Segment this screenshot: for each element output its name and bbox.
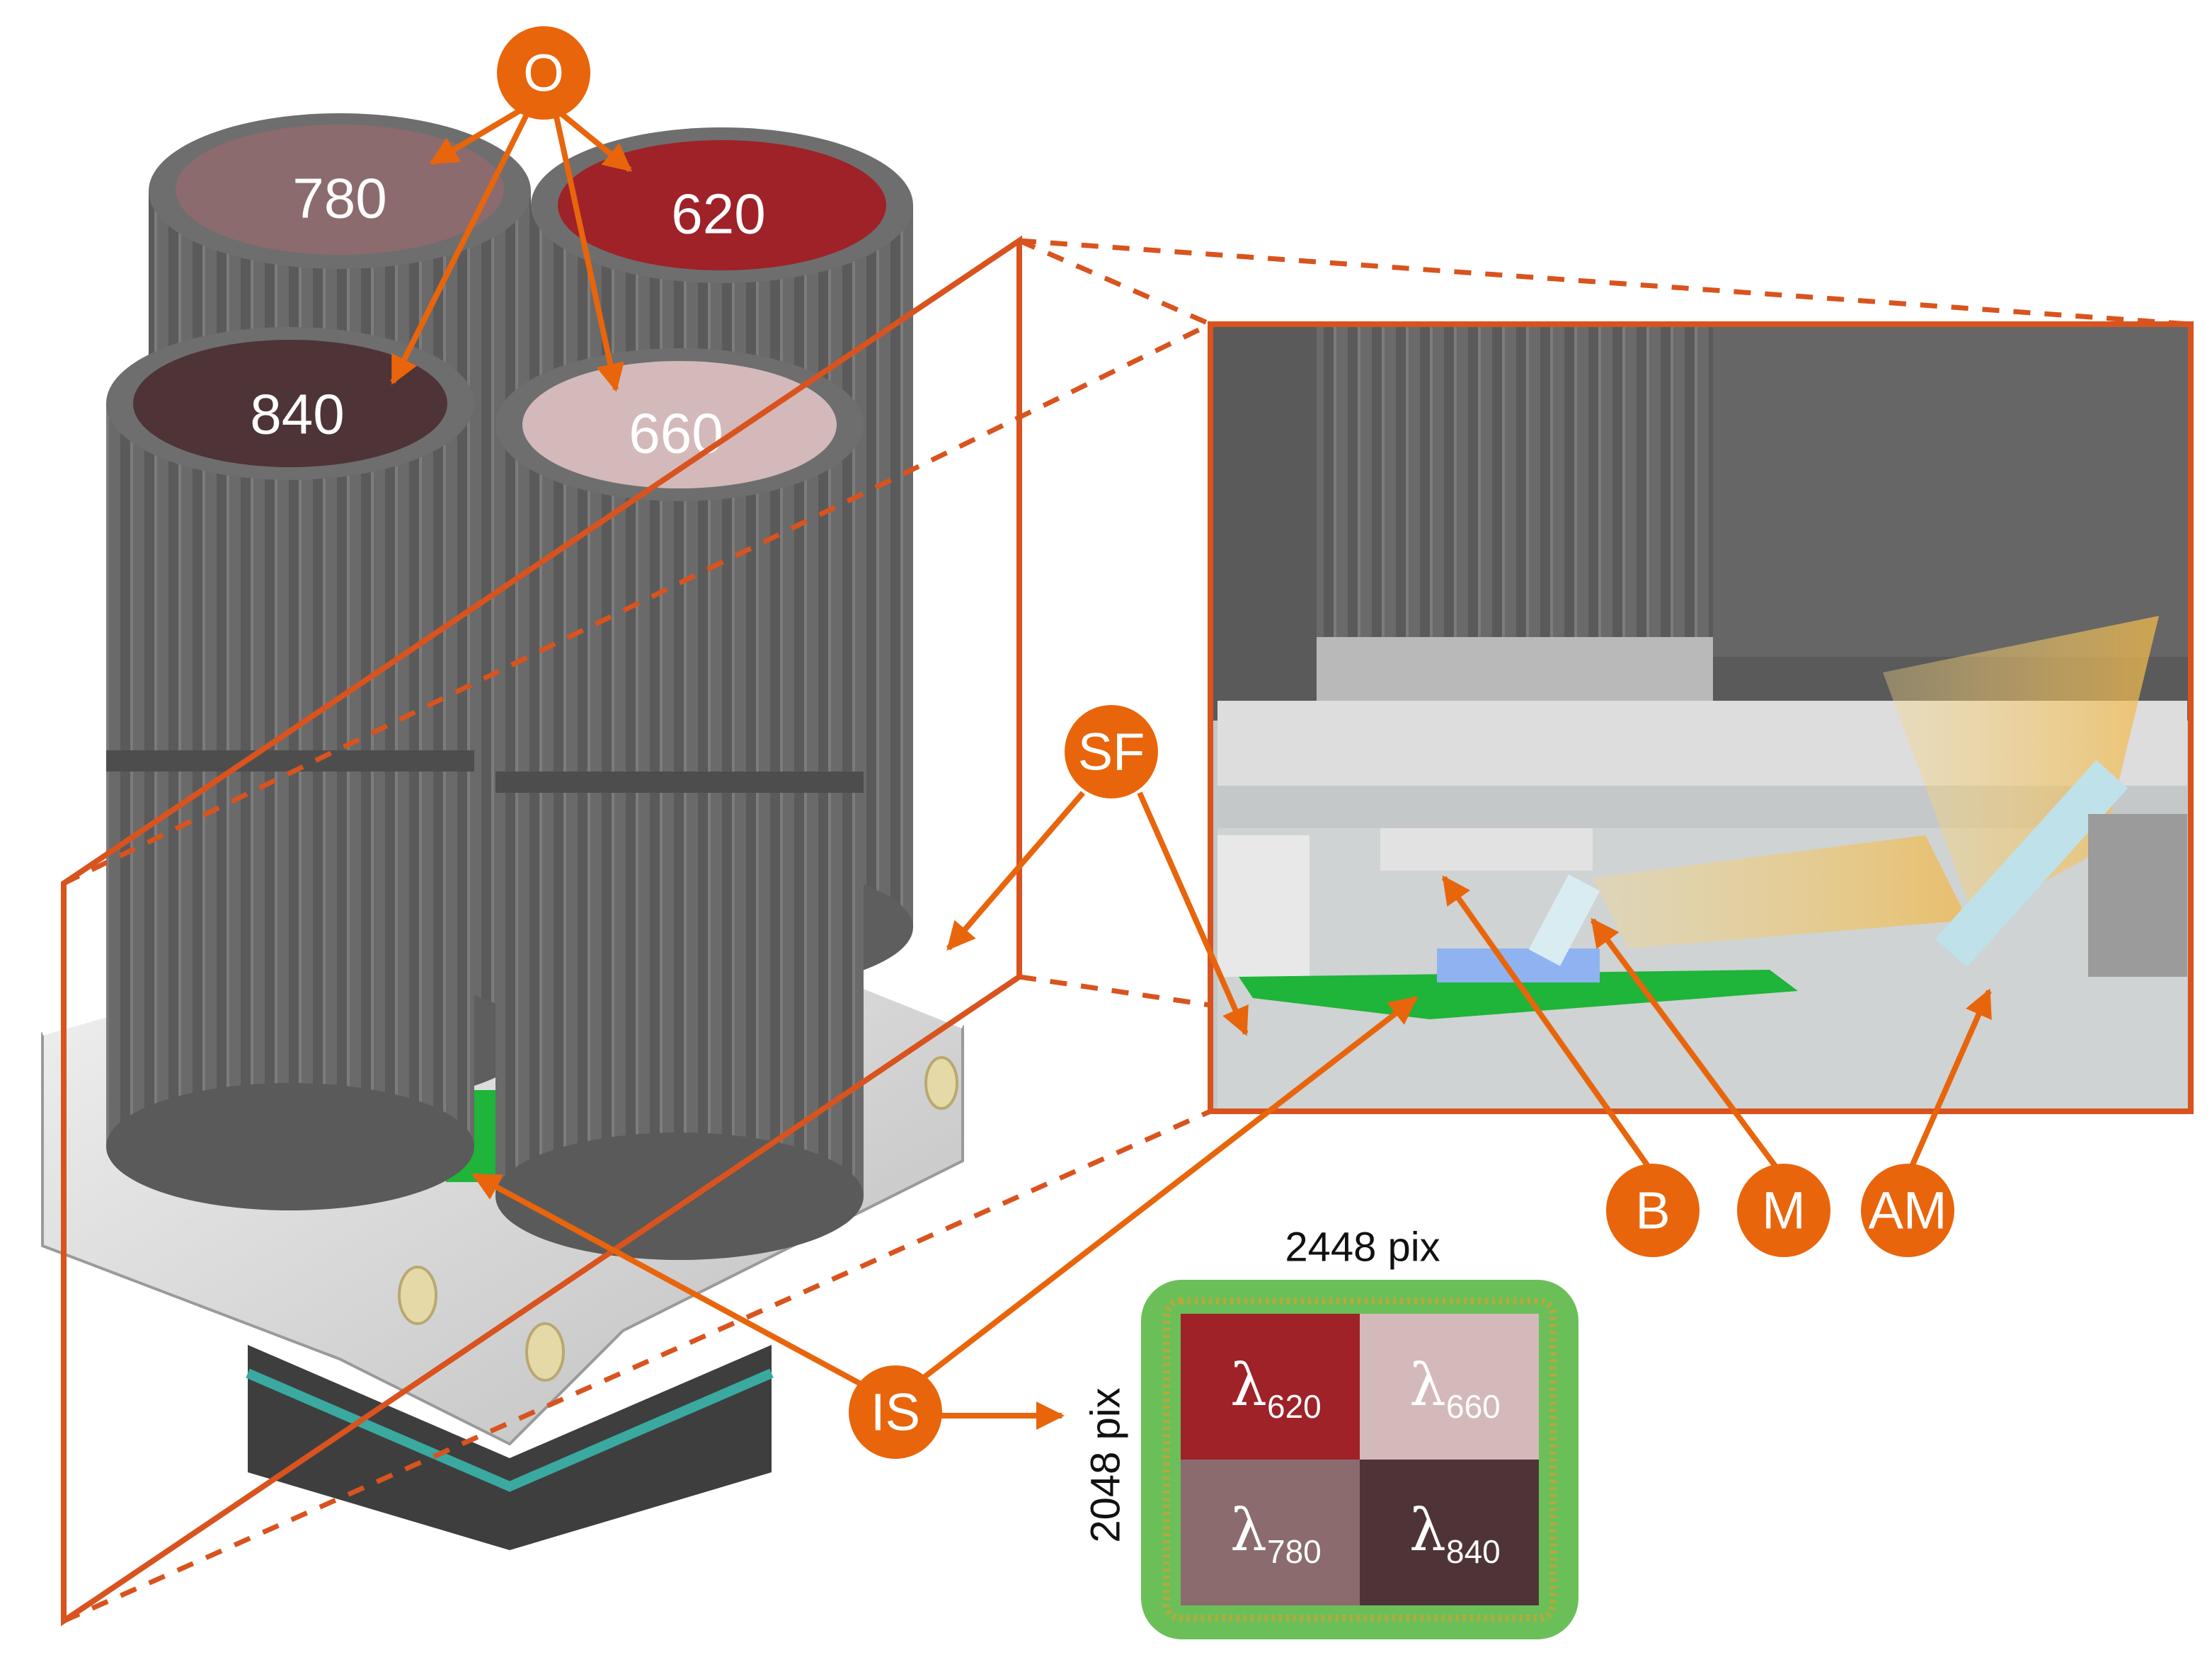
callout-am: AM bbox=[1861, 1164, 1954, 1257]
callout-b-label: B bbox=[1635, 1181, 1670, 1240]
lens-face-660 bbox=[522, 361, 837, 488]
lens-face-840 bbox=[133, 340, 447, 467]
sensor-width-label: 2448 pix bbox=[1285, 1225, 1440, 1271]
quadrant-660-label: λ660 bbox=[1409, 1352, 1501, 1425]
inset-pcb-board bbox=[1239, 970, 1798, 1019]
callout-sf-label: SF bbox=[1078, 723, 1145, 781]
callout-o-label: O bbox=[523, 44, 564, 103]
inset-mirror bbox=[1528, 874, 1600, 966]
lens-label-620: 620 bbox=[671, 183, 765, 246]
callout-arrows bbox=[390, 103, 1992, 1430]
callout-m-label: M bbox=[1762, 1181, 1806, 1240]
inset-lens-barrel bbox=[1317, 324, 1713, 657]
quadrant-780-label: λ780 bbox=[1230, 1497, 1322, 1570]
quadrant-840 bbox=[1360, 1460, 1539, 1605]
inset-light-beam bbox=[1593, 835, 1968, 949]
quadrant-780 bbox=[1181, 1460, 1360, 1605]
camera-assembly: 780 620 840 660 bbox=[41, 113, 964, 1550]
callout-o: O bbox=[497, 26, 590, 120]
quadrant-840-label: λ840 bbox=[1409, 1497, 1501, 1570]
lens-face-780 bbox=[176, 125, 504, 255]
lens-barrel-840 bbox=[106, 327, 474, 1210]
lens-barrel-660 bbox=[495, 348, 864, 1260]
lens-label-840: 840 bbox=[250, 383, 344, 446]
base-block bbox=[248, 1345, 772, 1550]
lens-face-620 bbox=[558, 140, 886, 270]
lens-label-660: 660 bbox=[629, 402, 723, 465]
quadrant-620 bbox=[1181, 1314, 1360, 1460]
callout-is-label: IS bbox=[871, 1383, 920, 1442]
inset-blue-bar bbox=[1437, 949, 1600, 982]
quadrant-620-label: λ620 bbox=[1230, 1352, 1322, 1425]
callout-b: B bbox=[1606, 1164, 1700, 1257]
sensor-height-label: 2048 pix bbox=[1083, 1387, 1129, 1542]
detail-inset bbox=[1208, 321, 2194, 1114]
callout-m: M bbox=[1737, 1164, 1830, 1257]
zoom-frames bbox=[61, 235, 2191, 1627]
callout-sf: SF bbox=[1065, 705, 1158, 798]
sensor-layout: λ620 λ660 λ780 λ840 2448 pix 2048 pix bbox=[1083, 1225, 1578, 1639]
quadrant-660 bbox=[1360, 1314, 1539, 1460]
callout-am-label: AM bbox=[1869, 1181, 1947, 1240]
inset-angled-mirror bbox=[1935, 760, 2128, 968]
lens-label-780: 780 bbox=[292, 167, 386, 230]
callout-is: IS bbox=[849, 1365, 942, 1459]
